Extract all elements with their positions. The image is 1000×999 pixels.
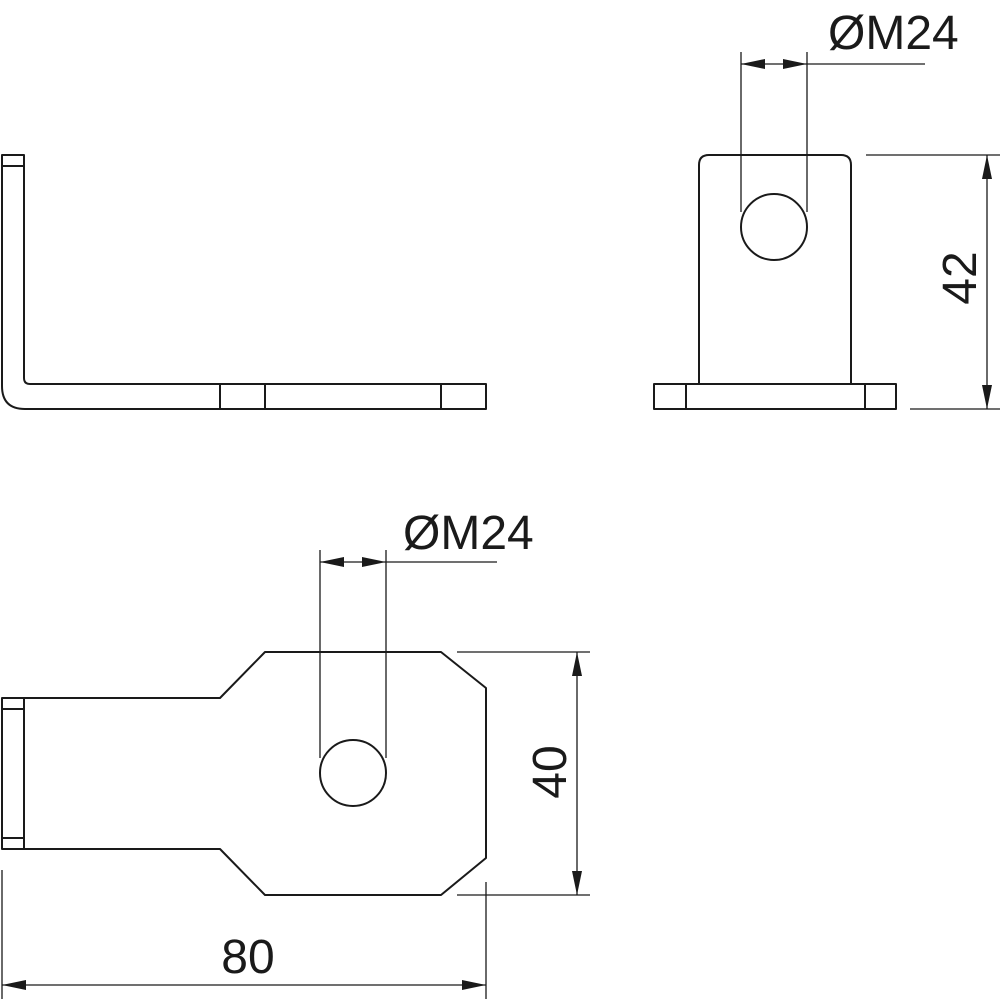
dimension-arrow bbox=[572, 652, 582, 676]
top-view-hole-label: ØM24 bbox=[403, 507, 534, 560]
dimension-arrow bbox=[2, 980, 26, 990]
top-view-outline bbox=[1, 651, 487, 896]
dimension-arrow bbox=[982, 155, 992, 179]
dimension-arrow bbox=[362, 557, 386, 567]
dimension-arrow bbox=[572, 871, 582, 895]
dimension-arrow bbox=[783, 59, 807, 69]
dimension-arrow bbox=[741, 59, 765, 69]
top-view-length-dimension: 80 bbox=[1, 870, 487, 999]
dimension-arrow bbox=[982, 385, 992, 409]
top-view-length-label: 80 bbox=[221, 931, 274, 984]
front-view-height-dimension: 42 bbox=[866, 154, 1000, 410]
dimension-arrow bbox=[462, 980, 486, 990]
front-view-bolt-hole bbox=[740, 193, 808, 261]
front-view-upright bbox=[698, 154, 852, 385]
front-view-base bbox=[653, 383, 897, 410]
dimension-arrow bbox=[320, 557, 344, 567]
top-view-bolt-hole bbox=[319, 739, 387, 807]
top-view: ØM24 40 80 bbox=[1, 507, 590, 999]
front-view-hole-dimension: ØM24 bbox=[740, 7, 959, 212]
top-view-width-label: 40 bbox=[524, 745, 577, 798]
top-view-width-dimension: 40 bbox=[457, 651, 590, 896]
front-view-height-label: 42 bbox=[934, 251, 987, 304]
front-view-hole-label: ØM24 bbox=[828, 7, 959, 60]
top-view-hole-dimension: ØM24 bbox=[319, 507, 534, 758]
side-view bbox=[1, 154, 487, 410]
side-view-profile bbox=[1, 154, 487, 410]
front-view: ØM24 42 bbox=[653, 7, 1000, 410]
